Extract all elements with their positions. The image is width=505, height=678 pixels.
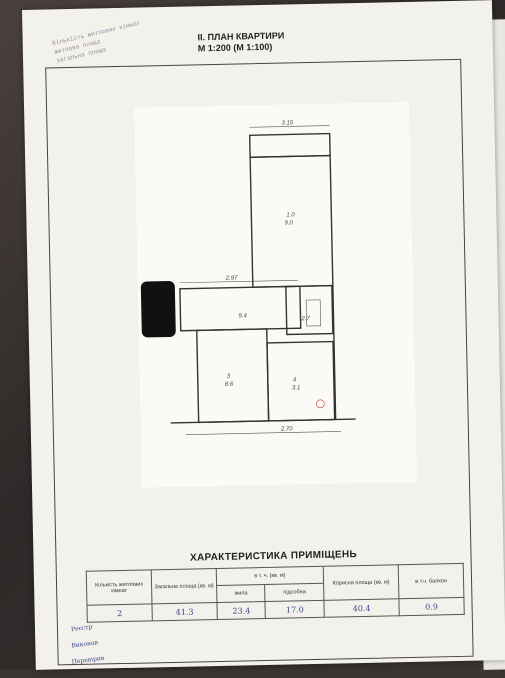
room-area-label: 8.6 [225,382,234,388]
balcony-outline [248,132,331,158]
header-useful-area: Корисна площа (кв. м) [323,564,399,601]
room-number-label: 3 [227,374,231,380]
room-area-label: 9.0 [284,220,293,226]
footer-field: Виконав [70,639,99,650]
document-sheet: Кількість житлових кімнат житлова площа … [22,0,505,670]
bathtub [305,299,321,327]
redaction-mark [140,280,176,338]
footer-field: Перевірив [71,654,105,666]
footer-field: Реєстр [70,623,93,634]
dimension-label: 2.70 [280,426,293,432]
header-rooms: Кількість житлових кімнат [86,569,152,606]
dimension-line [249,125,330,128]
header-note: в т.ч. балкон [398,563,464,599]
room-outline [196,328,270,424]
bath-area-label: 2.7 [300,316,310,322]
room-area-label: 3.1 [292,385,300,391]
corridor-outline [179,285,302,332]
value-auxiliary: 17.0 [265,600,325,619]
value-living: 23.4 [216,601,266,620]
bathroom-outline [285,284,334,336]
dimension-label: 3.15 [281,120,293,126]
plan-scale: М 1:200 (М 1:100) [197,41,273,54]
header-living: жила [216,584,266,603]
header-auxiliary: підсобна [265,583,324,602]
room-number-label: 4 [293,377,297,383]
value-useful-area: 40.4 [323,598,400,618]
wall-line [170,418,356,424]
floor-plan: 9.0 1.0 9.4 2.7 8.6 3 3.1 4 2.97 3.15 2.… [134,101,417,488]
plan-title-block: II. ПЛАН КВАРТИРИ М 1:200 (М 1:100) [198,29,348,54]
corridor-area-label: 9.4 [238,313,247,319]
dimension-line [185,431,341,435]
header-total-area: Загальна площа (кв. м) [151,568,217,604]
dimension-label: 2.97 [225,276,238,282]
stove-icon [316,399,325,409]
characteristics-table: Кількість житлових кімнат Загальна площа… [86,563,465,623]
room-number-label: 1.0 [286,212,295,218]
floor-plan-drawing: 9.0 1.0 9.4 2.7 8.6 3 3.1 4 2.97 3.15 2.… [170,120,356,435]
value-note: 0.9 [398,597,465,616]
footer-handwriting: Реєстр Виконав Перевірив [71,618,212,677]
dimension-line [179,279,298,284]
kitchen-outline [266,340,336,422]
registration-stamp: Кількість житлових кімнат житлова площа … [51,5,203,66]
wall-line [332,285,337,420]
